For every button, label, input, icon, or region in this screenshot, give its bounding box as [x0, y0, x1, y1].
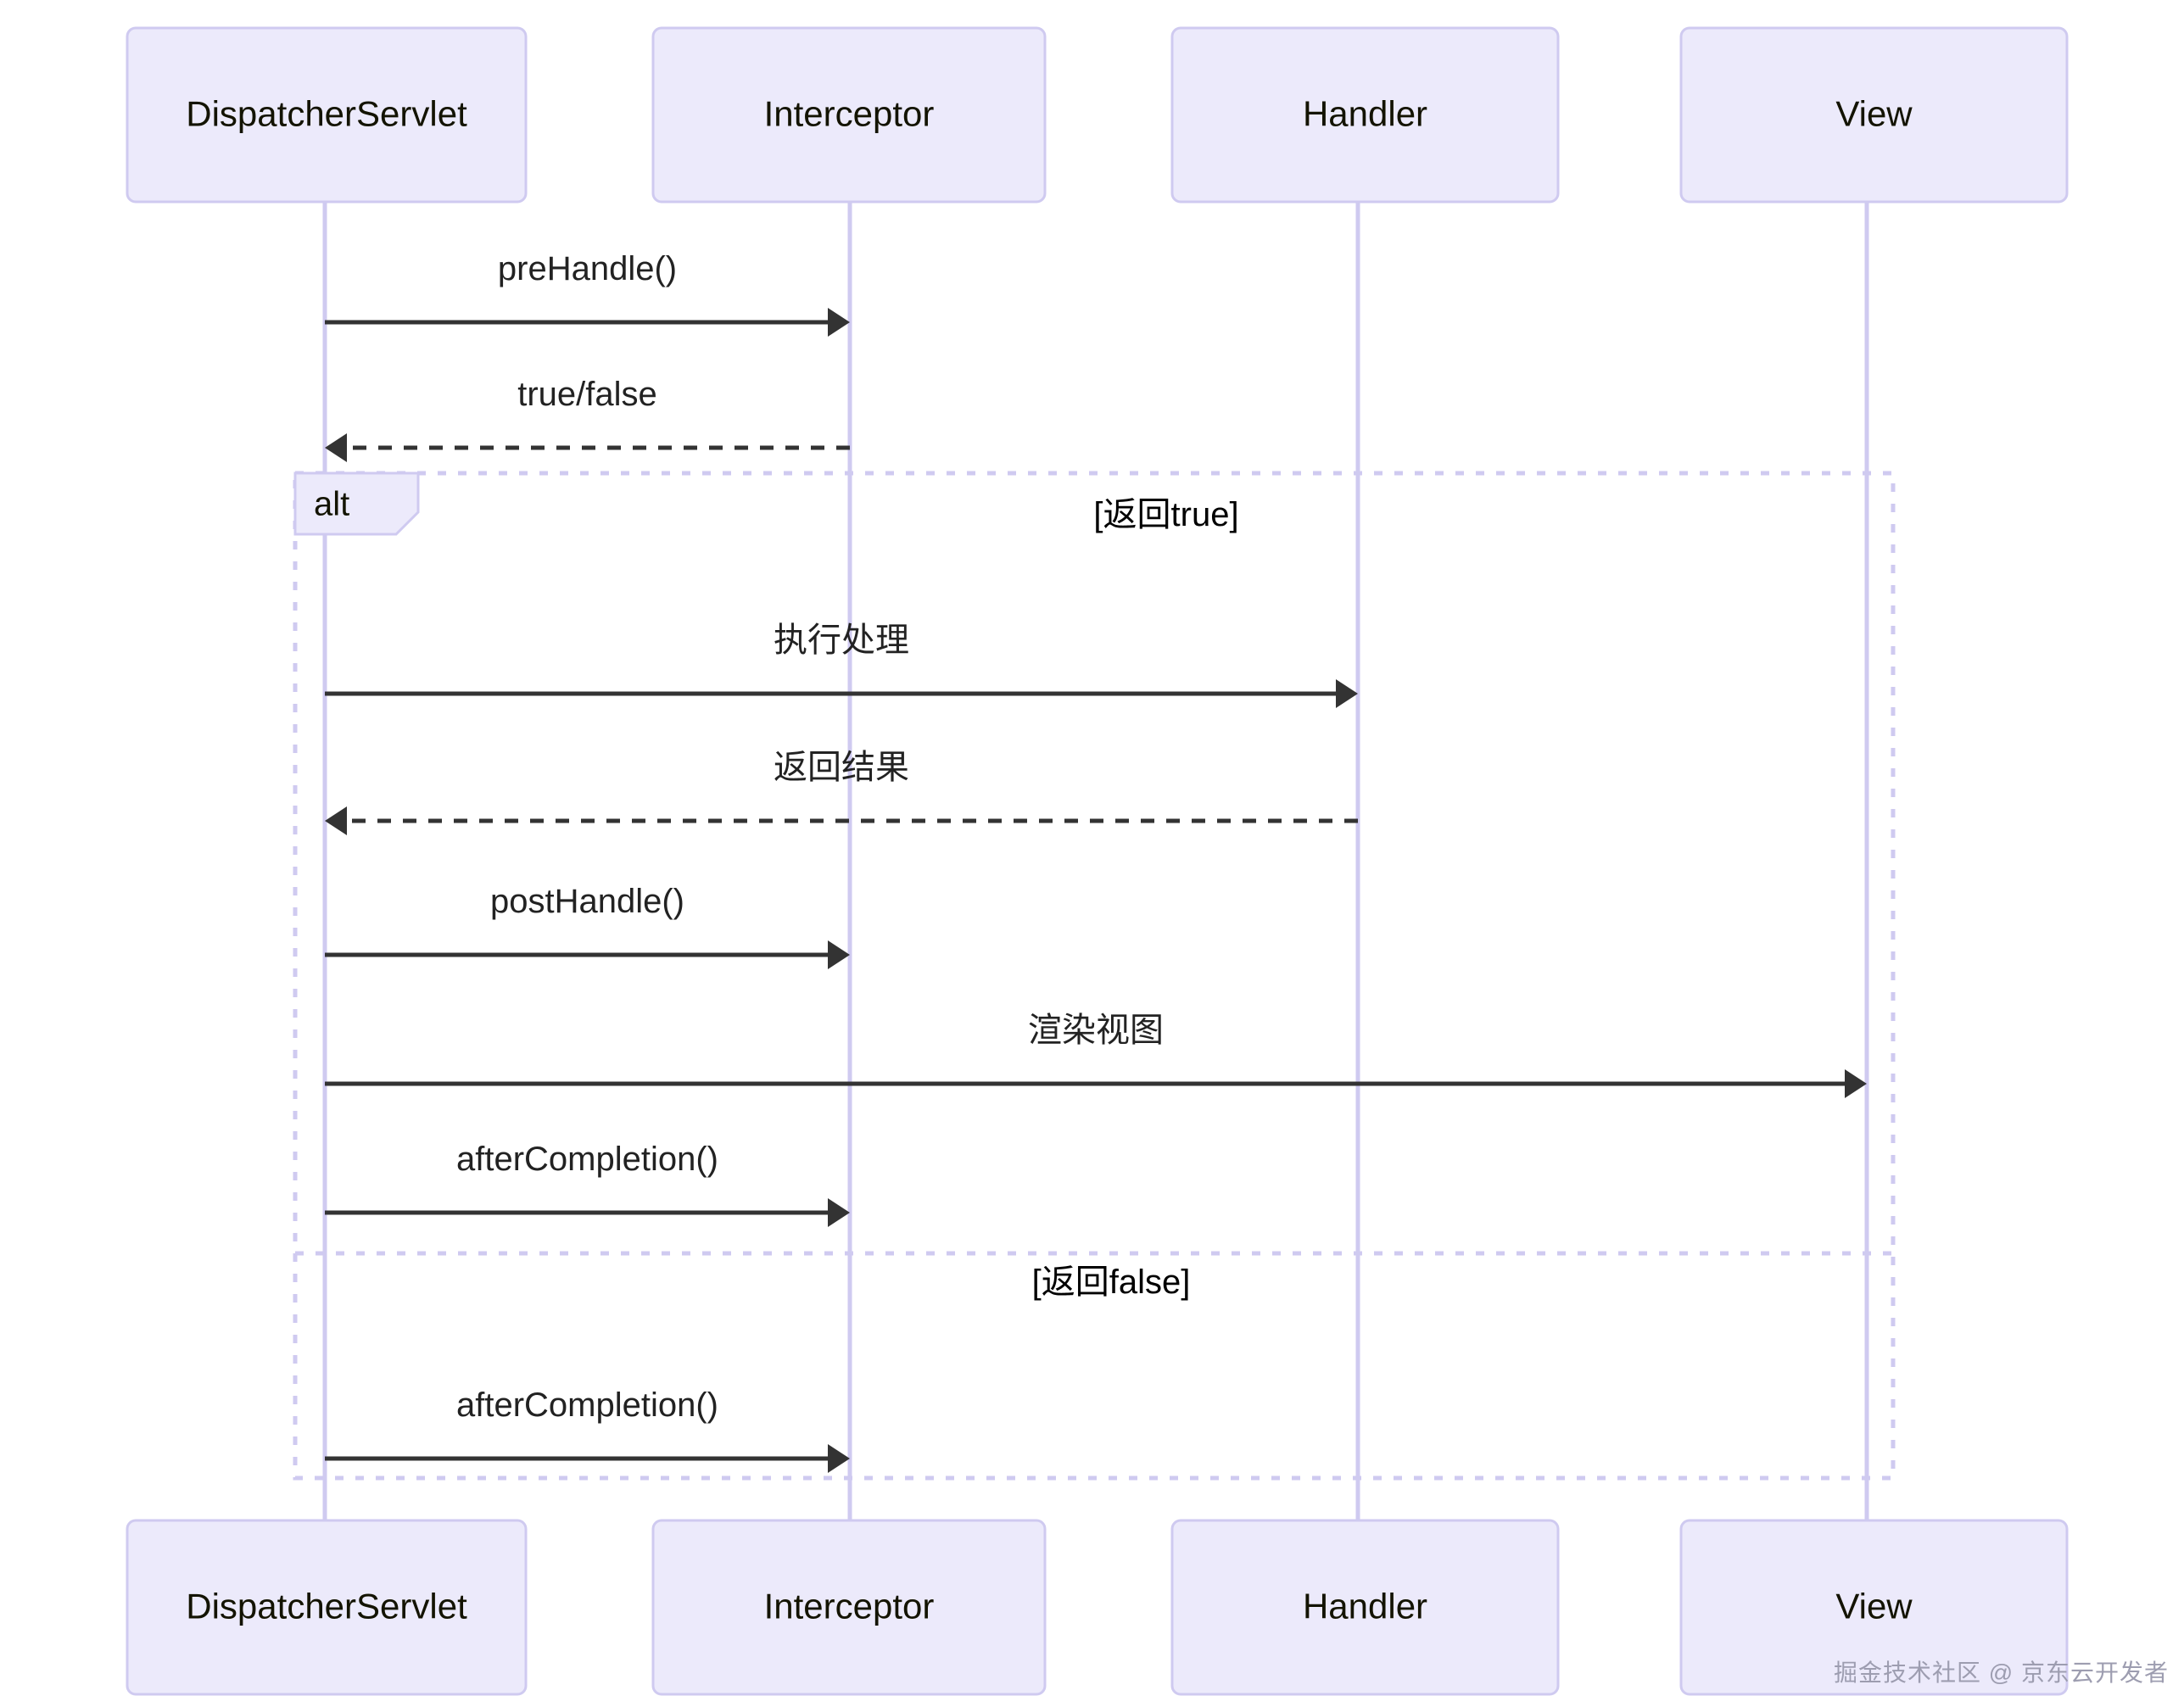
lifelines-layer — [322, 202, 1869, 1520]
alt-operator-tab — [293, 471, 420, 536]
participant-box[interactable] — [651, 26, 1047, 204]
participant-bottom-dispatcherservlet[interactable]: DispatcherServlet — [126, 1519, 528, 1696]
participant-label: Interceptor — [764, 1587, 935, 1626]
message-7: afterCompletion() — [325, 1386, 850, 1473]
participant-box[interactable] — [126, 26, 528, 204]
alt-fragment-border — [293, 471, 1896, 1481]
message-arrowhead-7 — [828, 1444, 850, 1473]
message-3: 返回结果 — [325, 749, 1358, 835]
alt-fragment-layer: [返回true] [返回false] alt — [293, 471, 1896, 1481]
participant-top-interceptor[interactable]: Interceptor — [651, 26, 1047, 204]
message-label-4: postHandle() — [490, 883, 684, 920]
message-label-2: 执行处理 — [774, 622, 909, 659]
participant-box[interactable] — [1170, 26, 1560, 204]
message-label-5: 渲染视图 — [1028, 1012, 1164, 1049]
participant-label: DispatcherServlet — [186, 1587, 467, 1626]
participant-top-dispatcherservlet[interactable]: DispatcherServlet — [126, 26, 528, 204]
message-arrowhead-1 — [325, 433, 347, 462]
participant-label: View — [1835, 94, 1913, 134]
alt-condition-label-0: [返回true] — [1093, 496, 1238, 533]
participant-top-view[interactable]: View — [1679, 26, 2069, 204]
participant-label: Interceptor — [764, 94, 935, 134]
message-6: afterCompletion() — [325, 1141, 850, 1227]
message-label-1: true/false — [517, 376, 657, 413]
participant-label: Handler — [1303, 94, 1427, 134]
message-arrowhead-5 — [1845, 1069, 1867, 1098]
participant-box[interactable] — [1679, 26, 2069, 204]
message-arrowhead-2 — [1336, 679, 1358, 708]
message-label-3: 返回结果 — [774, 749, 909, 786]
alt-operator-label: alt — [314, 486, 349, 523]
participant-label: DispatcherServlet — [186, 94, 467, 134]
participant-label: View — [1835, 1587, 1913, 1626]
participant-box[interactable] — [651, 1519, 1047, 1696]
message-arrowhead-6 — [828, 1198, 850, 1227]
participant-bottom-view[interactable]: View — [1679, 1519, 2069, 1696]
message-0: preHandle() — [325, 250, 850, 337]
message-arrowhead-0 — [828, 308, 850, 337]
message-2: 执行处理 — [325, 622, 1358, 708]
message-arrowhead-3 — [325, 806, 347, 835]
participant-top-handler[interactable]: Handler — [1170, 26, 1560, 204]
participant-box[interactable] — [126, 1519, 528, 1696]
participant-box[interactable] — [1170, 1519, 1560, 1696]
message-label-6: afterCompletion() — [456, 1141, 718, 1178]
participant-bottom-interceptor[interactable]: Interceptor — [651, 1519, 1047, 1696]
message-label-0: preHandle() — [498, 250, 677, 287]
message-1: true/false — [325, 376, 850, 462]
alt-condition-label-1: [返回false] — [1032, 1264, 1191, 1301]
message-label-7: afterCompletion() — [456, 1386, 718, 1424]
message-4: postHandle() — [325, 883, 850, 969]
participant-label: Handler — [1303, 1587, 1427, 1626]
participant-box[interactable] — [1679, 1519, 2069, 1696]
message-arrowhead-4 — [828, 940, 850, 969]
participant-bottom-handler[interactable]: Handler — [1170, 1519, 1560, 1696]
message-5: 渲染视图 — [325, 1012, 1867, 1098]
